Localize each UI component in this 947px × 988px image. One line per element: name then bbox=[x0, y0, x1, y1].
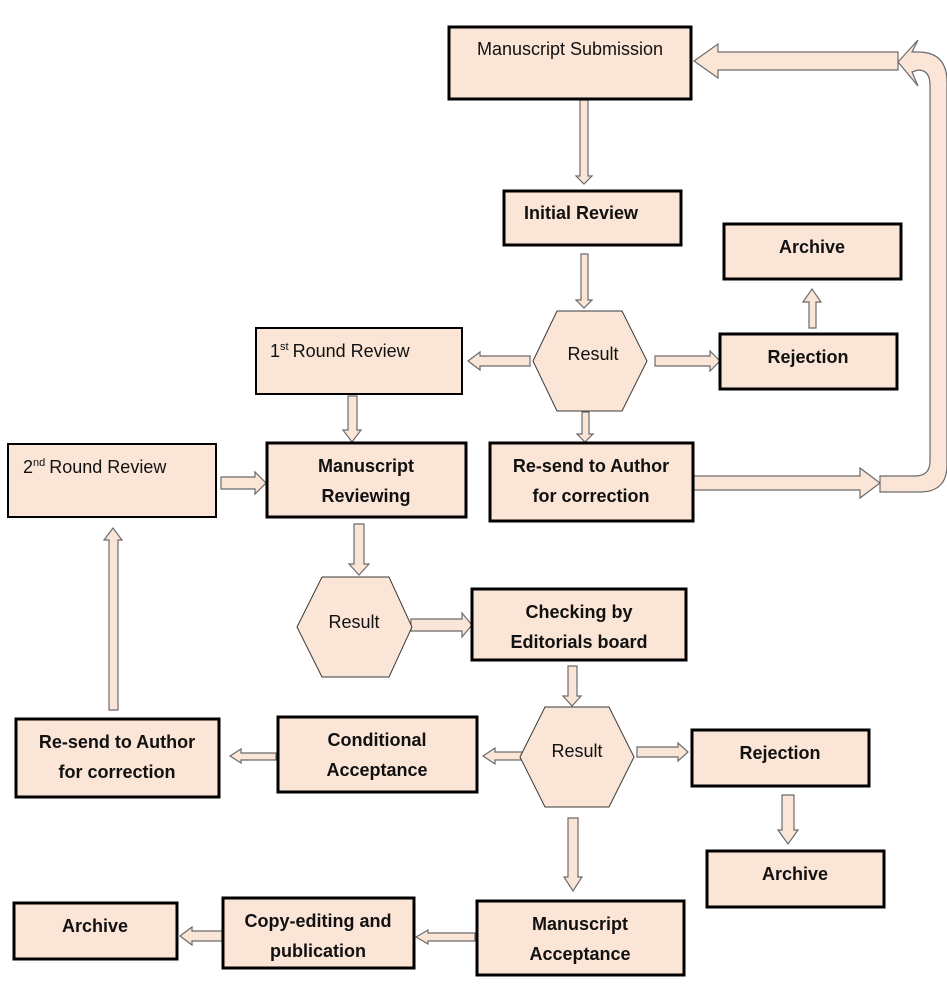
node-rejection-1: Rejection bbox=[718, 332, 899, 391]
label-acceptance-line2: Acceptance bbox=[529, 944, 630, 964]
arrow-submission-to-initial-review bbox=[574, 99, 594, 185]
label-result-3: Result bbox=[551, 741, 602, 761]
node-archive-1: Archive bbox=[722, 222, 903, 281]
arrow-checking-to-result bbox=[561, 665, 583, 707]
arrow-resend-to-loop bbox=[693, 466, 881, 500]
arrow-rejection-to-archive bbox=[801, 287, 823, 329]
node-result-1: Result bbox=[532, 310, 648, 412]
node-result-2: Result bbox=[296, 576, 413, 678]
label-archive-1: Archive bbox=[779, 237, 845, 257]
label-copyediting-line2: publication bbox=[270, 941, 366, 961]
node-checking-editorial-board: Checking by Editorials board bbox=[470, 587, 688, 662]
node-rejection-2: Rejection bbox=[690, 728, 871, 788]
label-initial-review: Initial Review bbox=[524, 203, 639, 223]
node-archive-2: Archive bbox=[705, 849, 886, 909]
node-initial-review: Initial Review bbox=[502, 189, 683, 247]
arrow-result-to-acceptance bbox=[562, 817, 584, 893]
label-result-2: Result bbox=[328, 612, 379, 632]
label-resend-2-line2: for correction bbox=[58, 762, 175, 782]
label-rejection-2: Rejection bbox=[739, 743, 820, 763]
label-resend-1-line2: for correction bbox=[532, 486, 649, 506]
label-checking-line2: Editorials board bbox=[510, 632, 647, 652]
label-copyediting-line1: Copy-editing and bbox=[245, 911, 392, 931]
arrow-result-to-resend bbox=[575, 411, 595, 443]
arrow-conditional-to-resend bbox=[228, 747, 277, 765]
label-archive-3: Archive bbox=[62, 916, 128, 936]
arrow-initial-review-to-result bbox=[574, 253, 594, 309]
label-checking-line1: Checking by bbox=[525, 602, 632, 622]
arrow-acceptance-to-copyediting bbox=[414, 928, 476, 946]
label-archive-2: Archive bbox=[762, 864, 828, 884]
node-archive-3: Archive bbox=[12, 901, 179, 961]
node-result-3: Result bbox=[519, 706, 635, 808]
arrow-second-round-to-reviewing bbox=[220, 470, 267, 496]
arrow-resend-to-second-round bbox=[102, 527, 124, 711]
node-manuscript-reviewing: Manuscript Reviewing bbox=[265, 441, 468, 519]
arrow-result-to-checking bbox=[410, 611, 473, 639]
node-manuscript-acceptance: Manuscript Acceptance bbox=[475, 899, 686, 977]
node-resend-author-2: Re-send to Author for correction bbox=[14, 717, 221, 799]
label-resend-1-line1: Re-send to Author bbox=[513, 456, 669, 476]
arrow-reviewing-to-result bbox=[347, 523, 371, 576]
label-conditional-line2: Acceptance bbox=[326, 760, 427, 780]
label-rejection-1: Rejection bbox=[767, 347, 848, 367]
arrow-result-to-rejection-2 bbox=[636, 741, 689, 763]
label-result-1: Result bbox=[567, 344, 618, 364]
label-reviewing-line2: Reviewing bbox=[321, 486, 410, 506]
label-resend-2-line1: Re-send to Author bbox=[39, 732, 195, 752]
label-acceptance-line1: Manuscript bbox=[532, 914, 628, 934]
arrow-result-to-conditional bbox=[481, 746, 526, 766]
label-conditional-line1: Conditional bbox=[328, 730, 427, 750]
node-resend-author-1: Re-send to Author for correction bbox=[488, 441, 695, 523]
arrow-first-round-to-reviewing bbox=[341, 395, 363, 443]
arrow-copyediting-to-archive bbox=[179, 925, 223, 947]
node-manuscript-submission: Manuscript Submission bbox=[447, 25, 693, 101]
node-copy-editing-publication: Copy-editing and publication bbox=[221, 896, 416, 970]
label-reviewing-line1: Manuscript bbox=[318, 456, 414, 476]
arrow-result-to-first-round bbox=[467, 350, 531, 372]
arrow-loop-to-submission bbox=[879, 39, 947, 493]
arrow-result-to-rejection bbox=[654, 349, 721, 373]
node-conditional-acceptance: Conditional Acceptance bbox=[276, 715, 479, 794]
label-submission: Manuscript Submission bbox=[477, 39, 663, 59]
arrow-rejection-to-archive-2 bbox=[776, 794, 800, 846]
arrow-into-submission bbox=[692, 42, 899, 80]
